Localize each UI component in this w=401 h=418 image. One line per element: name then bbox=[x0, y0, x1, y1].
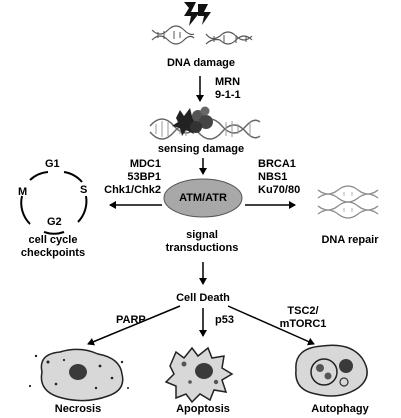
dna-damage-label: DNA damage bbox=[166, 57, 236, 69]
tsc2-mtorc1-label: TSC2/ mTORC1 bbox=[279, 305, 327, 330]
lightning-bolt-icon bbox=[184, 2, 211, 26]
signal-transductions-label: signal transductions bbox=[165, 229, 239, 254]
cell-cycle-m-label: M bbox=[18, 186, 28, 198]
necrosis-cell-icon bbox=[28, 348, 129, 402]
autophagy-label: Autophagy bbox=[311, 403, 369, 415]
checkpoint-factors-label: MDC1 53BP1 Chk1/Chk2 bbox=[104, 158, 161, 196]
sensor-protein-complex-icon bbox=[172, 106, 213, 136]
cell-death-label: Cell Death bbox=[176, 292, 230, 304]
cell-cycle-checkpoints-label: cell cycle checkpoints bbox=[20, 234, 86, 259]
cell-cycle-s-label: S bbox=[80, 184, 88, 196]
repaired-dna-icon bbox=[317, 185, 379, 219]
atm-atr-node bbox=[163, 178, 243, 218]
apoptosis-label: Apoptosis bbox=[176, 403, 230, 415]
arrow-death-to-necrosis bbox=[87, 305, 181, 346]
p53-label: p53 bbox=[215, 314, 234, 326]
repair-factors-label: BRCA1 NBS1 Ku70/80 bbox=[258, 158, 301, 196]
arrow-death-to-autophagy bbox=[227, 305, 315, 346]
dna-repair-label: DNA repair bbox=[321, 234, 379, 246]
cell-cycle-circle bbox=[20, 171, 88, 235]
sensing-damage-label: sensing damage bbox=[157, 143, 245, 155]
atm-atr-label: ATM/ATR bbox=[179, 192, 227, 204]
apoptosis-cell-icon bbox=[164, 346, 234, 404]
necrosis-label: Necrosis bbox=[54, 403, 102, 415]
mrn-complex-label: MRN 9-1-1 bbox=[215, 76, 241, 101]
cell-cycle-g1-label: G1 bbox=[45, 158, 60, 170]
cell-cycle-g2-label: G2 bbox=[47, 216, 62, 228]
autophagy-cell-icon bbox=[295, 344, 368, 397]
parp-label: PARP bbox=[116, 314, 146, 326]
broken-dna-strand-icon bbox=[151, 25, 253, 45]
